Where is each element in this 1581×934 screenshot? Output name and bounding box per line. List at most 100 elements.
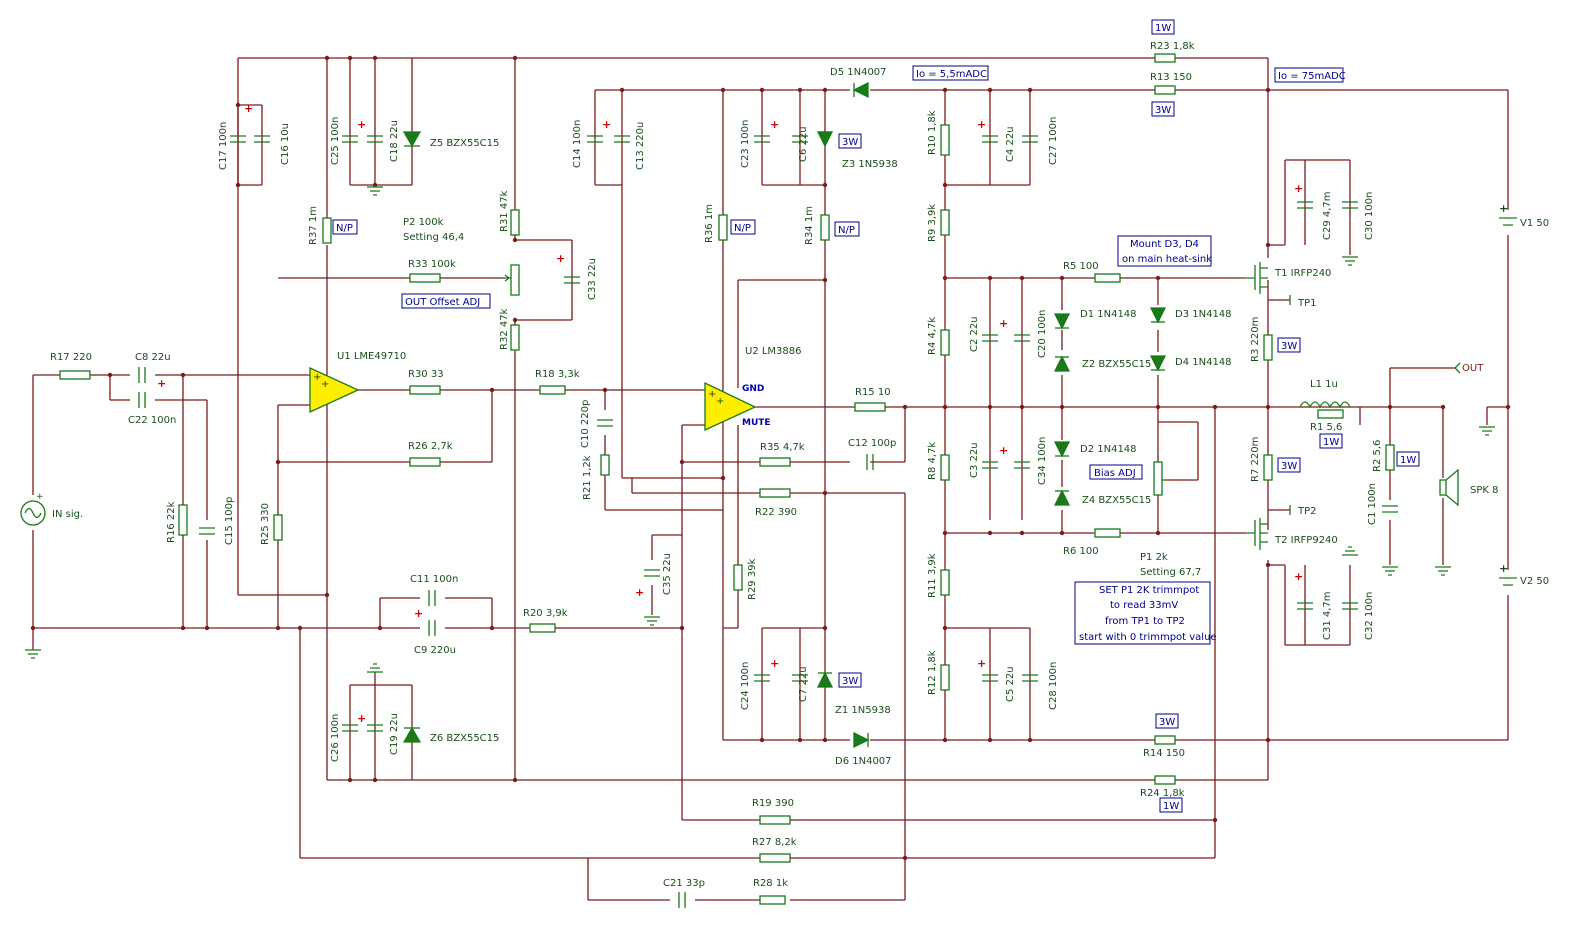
label-r32: R32 47k: [499, 308, 510, 350]
mosfets: [1245, 262, 1268, 550]
label-r1: R1 5,6: [1310, 422, 1342, 433]
label-r22: R22 390: [755, 507, 797, 518]
svg-text:+: +: [977, 657, 986, 670]
resistors-horizontal: [59, 53, 1344, 905]
svg-text:+: +: [770, 657, 779, 670]
label-r17: R17 220: [50, 352, 92, 363]
label-t1: T1 IRFP240: [1274, 268, 1331, 279]
svg-text:+: +: [1294, 570, 1303, 583]
label-r31: R31 47k: [499, 190, 510, 232]
label-r19: R19 390: [752, 798, 794, 809]
label-set3: from TP1 to TP2: [1105, 616, 1185, 627]
label-c35: C35 22u: [662, 553, 673, 595]
label-c19: C19 22u: [389, 713, 400, 755]
svg-text:+: +: [770, 118, 779, 131]
label-c15: C15 100p: [224, 497, 235, 545]
label-set2: to read 33mV: [1110, 600, 1178, 611]
label-tp1: TP1: [1297, 298, 1317, 309]
label-c16: C16 10u: [280, 123, 291, 165]
label-r28: R28 1k: [753, 878, 788, 889]
label-c1: C1 100n: [1367, 483, 1378, 525]
label-p1s: Setting 67,7: [1140, 567, 1201, 578]
svg-text:+: +: [635, 586, 644, 599]
label-r37: R37 1m: [308, 206, 319, 245]
label-insig: IN sig.: [52, 509, 83, 520]
batteries: + +: [1499, 202, 1517, 586]
label-np2: N/P: [734, 223, 751, 234]
label-r2: R2 5,6: [1372, 440, 1383, 472]
label-z6: Z6 BZX55C15: [430, 733, 499, 744]
label-np1: N/P: [336, 223, 353, 234]
ground-symbols: [25, 186, 1495, 673]
label-c17: C17 100n: [218, 122, 229, 170]
svg-text:+: +: [357, 712, 366, 725]
label-c31: C31 4,7m: [1322, 591, 1333, 640]
svg-text:+: +: [716, 396, 724, 407]
label-c23: C23 100n: [740, 120, 751, 168]
label-c12: C12 100p: [848, 438, 896, 449]
label-r33: R33 100k: [408, 259, 456, 270]
label-r15: R15 10: [855, 387, 891, 398]
label-r16: R16 22k: [166, 501, 177, 543]
label-z1: Z1 1N5938: [835, 705, 891, 716]
label-tp2: TP2: [1297, 506, 1317, 517]
label-w1c: 1W: [1400, 455, 1416, 466]
label-np3: N/P: [838, 225, 855, 236]
label-w1a: 1W: [1155, 23, 1171, 34]
svg-text:+: +: [244, 102, 253, 115]
label-z4: Z4 BZX55C15: [1082, 495, 1151, 506]
label-r6: R6 100: [1063, 546, 1099, 557]
label-r34: R34 1m: [804, 206, 815, 245]
svg-text:+: +: [602, 118, 611, 131]
component-labels: 1W R23 1,8k D5 1N4007 Io = 5,5mADC R13 1…: [50, 23, 1549, 889]
label-outadj: OUT Offset ADJ: [405, 297, 480, 308]
label-r26: R26 2,7k: [408, 441, 453, 452]
label-d1: D1 1N4148: [1080, 309, 1137, 320]
svg-text:+: +: [977, 118, 986, 131]
label-c27: C27 100n: [1048, 117, 1059, 165]
annotation-boxes: [332, 19, 1420, 813]
label-c29: C29 4,7m: [1322, 191, 1333, 240]
label-d5: D5 1N4007: [830, 67, 887, 78]
svg-text:+: +: [556, 252, 565, 265]
label-c30: C30 100n: [1364, 192, 1375, 240]
label-c3: C3 22u: [969, 442, 980, 478]
label-c14: C14 100n: [572, 120, 583, 168]
signal-source: +: [20, 492, 46, 526]
label-c33: C33 22u: [587, 258, 598, 300]
label-spk: SPK 8: [1470, 485, 1498, 496]
label-r12: R12 1,8k: [927, 650, 938, 695]
label-p2s: Setting 46,4: [403, 232, 464, 243]
label-r27: R27 8,2k: [752, 837, 797, 848]
label-w3d: 3W: [1281, 461, 1297, 472]
label-w3f: 3W: [1159, 717, 1175, 728]
label-c9: C9 220u: [414, 645, 456, 656]
label-out: OUT: [1462, 363, 1484, 374]
label-u1: U1 LME49710: [337, 351, 406, 362]
label-w3b: 3W: [842, 137, 858, 148]
label-mount2: on main heat-sink: [1122, 254, 1212, 265]
label-io2: Io = 75mADC: [1278, 71, 1346, 82]
label-w3a: 3W: [1155, 105, 1171, 116]
label-set4: start with 0 trimmpot value: [1079, 632, 1217, 643]
label-c32: C32 100n: [1364, 592, 1375, 640]
label-r13: R13 150: [1150, 72, 1192, 83]
label-io1: Io = 5,5mADC: [916, 69, 987, 80]
label-d2: D2 1N4148: [1080, 444, 1137, 455]
speaker-icon: [1439, 468, 1459, 507]
label-c34: C34 100n: [1037, 437, 1048, 485]
label-r9: R9 3,9k: [927, 204, 938, 242]
svg-text:+: +: [313, 372, 321, 383]
label-r25: R25 330: [260, 503, 271, 545]
wires: [32, 57, 1509, 901]
label-d4: D4 1N4148: [1175, 357, 1232, 368]
label-c2: C2 22u: [969, 316, 980, 352]
label-c10: C10 220p: [580, 400, 591, 448]
label-r30: R30 33: [408, 369, 444, 380]
label-r4: R4 4,7k: [927, 317, 938, 355]
label-v1: V1 50: [1520, 218, 1549, 229]
label-c20: C20 100n: [1037, 310, 1048, 358]
label-set1: SET P1 2K trimmpot: [1099, 585, 1199, 596]
label-v2: V2 50: [1520, 576, 1549, 587]
